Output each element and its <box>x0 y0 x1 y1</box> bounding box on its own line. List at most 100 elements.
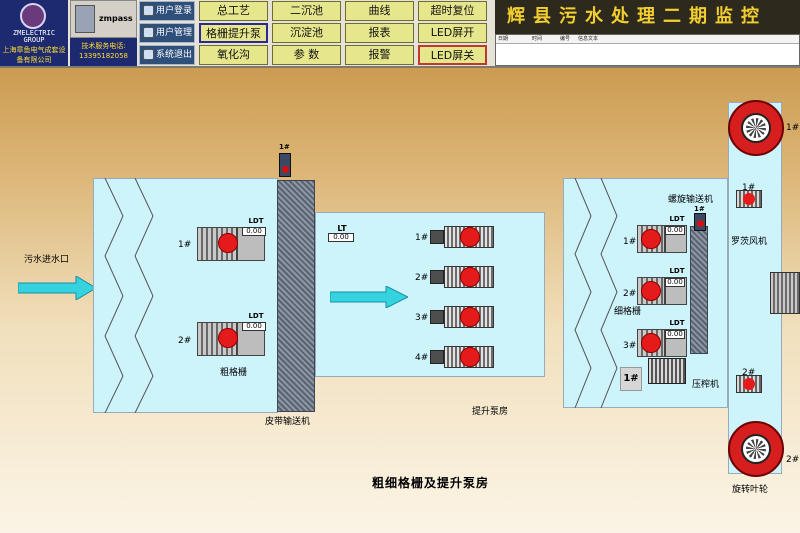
pump-room-flow-arrow <box>330 286 408 308</box>
pump-3-status-light <box>460 307 480 327</box>
fine-sensor-light <box>697 220 704 227</box>
rotor-top[interactable] <box>728 100 784 156</box>
coarse-2-label: 2# <box>178 336 192 346</box>
belt-conveyor-label: 皮带输送机 <box>265 417 311 427</box>
nav-oxidation-ditch[interactable]: 氧化沟 <box>199 45 268 65</box>
nav-overall-process[interactable]: 总工艺 <box>199 1 268 21</box>
fine-2-ldt-label: LDT <box>669 267 685 275</box>
fine-2-status-light[interactable] <box>641 281 661 301</box>
nav-screen-pump[interactable]: 格栅提升泵 <box>199 23 268 43</box>
fine-3-ldt-value: 0.00 <box>665 330 685 339</box>
inlet-label: 污水进水口 <box>24 255 70 265</box>
fine-sensor[interactable] <box>694 213 706 231</box>
user-box: zmpass <box>70 0 137 38</box>
fine-1-status-light[interactable] <box>641 229 661 249</box>
pump-4[interactable] <box>430 346 500 368</box>
blower-2[interactable] <box>736 375 762 393</box>
rotor-bottom-label: 2# <box>786 455 800 465</box>
coarse-2-ldt-label: LDT <box>248 312 264 320</box>
nav-alarm[interactable]: 报警 <box>345 45 414 65</box>
nav-curve[interactable]: 曲线 <box>345 1 414 21</box>
fine-1-label: 1# <box>623 237 637 247</box>
coarse-sensor-label: 1# <box>279 143 290 151</box>
lt-label: LT <box>337 224 347 233</box>
fine-3-label: 3# <box>623 341 637 351</box>
rotor-top-label: 1# <box>786 123 800 133</box>
page-title: 辉县污水处理二期监控 <box>495 0 800 34</box>
coarse-screen-label: 粗格栅 <box>220 368 248 378</box>
service-phone: 13395182058 <box>79 52 128 60</box>
fine-3-ldt-label: LDT <box>669 319 685 327</box>
fine-1-ldt-value: 0.00 <box>665 226 685 235</box>
fine-2-ldt-value: 0.00 <box>665 278 685 287</box>
fine-2-label: 2# <box>623 289 637 299</box>
coarse-2-ldt-value: 0.00 <box>242 322 266 331</box>
alarm-table[interactable]: 日期 时间 编号 信息文本 <box>495 34 800 66</box>
nav-led-off[interactable]: LED屏关 <box>418 45 487 65</box>
exit-icon <box>143 49 154 60</box>
fine-1-ldt-label: LDT <box>669 215 685 223</box>
login-button[interactable]: 用户登录 <box>139 1 195 21</box>
pump-4-label: 4# <box>415 353 429 363</box>
fine-3-status-light[interactable] <box>641 333 661 353</box>
coarse-screen-bar <box>277 180 315 412</box>
user-manage-button[interactable]: 用户管理 <box>139 23 195 43</box>
col-message: 信息文本 <box>578 36 599 42</box>
rotor-bottom-hub-icon <box>741 434 771 464</box>
service-info: 技术服务电话: 13395182058 <box>70 38 137 66</box>
coarse-sensor-light <box>282 166 289 173</box>
nav-report[interactable]: 报表 <box>345 23 414 43</box>
fine-water-waves <box>574 178 618 408</box>
nav-timeout-reset[interactable]: 超时复位 <box>418 1 487 21</box>
coarse-1-ldt-label: LDT <box>248 217 264 225</box>
login-icon <box>143 5 154 16</box>
pump-2-status-light <box>460 267 480 287</box>
logo-text: ZMELECTRIC GROUP <box>12 29 56 44</box>
fine-screen-label: 细格栅 <box>614 307 642 317</box>
pump-3-label: 3# <box>415 313 429 323</box>
pump-1-label: 1# <box>415 233 429 243</box>
coarse-1-label: 1# <box>178 240 192 250</box>
inlet-arrow <box>18 276 96 300</box>
rotor-top-hub-icon <box>741 113 771 143</box>
right-conveyor-stub <box>770 272 800 314</box>
coarse-1-status-light[interactable] <box>218 233 238 253</box>
pump-1[interactable] <box>430 226 500 248</box>
user-manage-icon <box>143 27 154 38</box>
blower-1-label: 1# <box>742 183 756 193</box>
company-logo: ZMELECTRIC GROUP <box>0 0 68 44</box>
screw-conveyor-label: 螺旋输送机 <box>668 195 714 205</box>
coarse-sensor[interactable] <box>279 153 291 177</box>
rotor-bottom[interactable] <box>728 421 784 477</box>
compactor-motor[interactable] <box>648 358 686 384</box>
exit-button[interactable]: 系统退出 <box>139 45 195 65</box>
nav-led-on[interactable]: LED屏开 <box>418 23 487 43</box>
company-name: 上海章鱼电气成套设备有限公司 <box>0 44 68 66</box>
service-label: 技术服务电话: <box>81 42 126 50</box>
nav-secondary-clarifier[interactable]: 二沉池 <box>272 1 341 21</box>
nav-parameters[interactable]: 参 数 <box>272 45 341 65</box>
blower-2-label: 2# <box>742 368 756 378</box>
coarse-2-status-light[interactable] <box>218 328 238 348</box>
blower-1[interactable] <box>736 190 762 208</box>
fine-sensor-label: 1# <box>694 205 705 213</box>
coarse-1-ldt-value: 0.00 <box>242 227 266 236</box>
pump-room-label: 提升泵房 <box>472 407 509 417</box>
col-time: 时间 <box>532 36 543 42</box>
pump-2[interactable] <box>430 266 500 288</box>
lt-meter: LT 0.00 <box>328 224 356 243</box>
lt-value: 0.00 <box>328 233 354 242</box>
top-toolbar: ZMELECTRIC GROUP 上海章鱼电气成套设备有限公司 zmpass 技… <box>0 0 800 68</box>
username: zmpass <box>99 14 133 23</box>
col-id: 编号 <box>560 36 571 42</box>
logo-mark-icon <box>20 3 46 29</box>
user-icon <box>75 5 95 33</box>
pump-4-status-light <box>460 347 480 367</box>
fine-screen-bar <box>690 226 708 354</box>
nav-sedimentation-tank[interactable]: 沉淀池 <box>272 23 341 43</box>
pump-3[interactable] <box>430 306 500 328</box>
compactor-unit-box[interactable]: 1# <box>620 367 642 391</box>
blower-2-status-light <box>743 378 755 390</box>
rotor-label: 旋转叶轮 <box>732 485 769 495</box>
diagram-caption: 粗细格栅及提升泵房 <box>372 476 490 490</box>
